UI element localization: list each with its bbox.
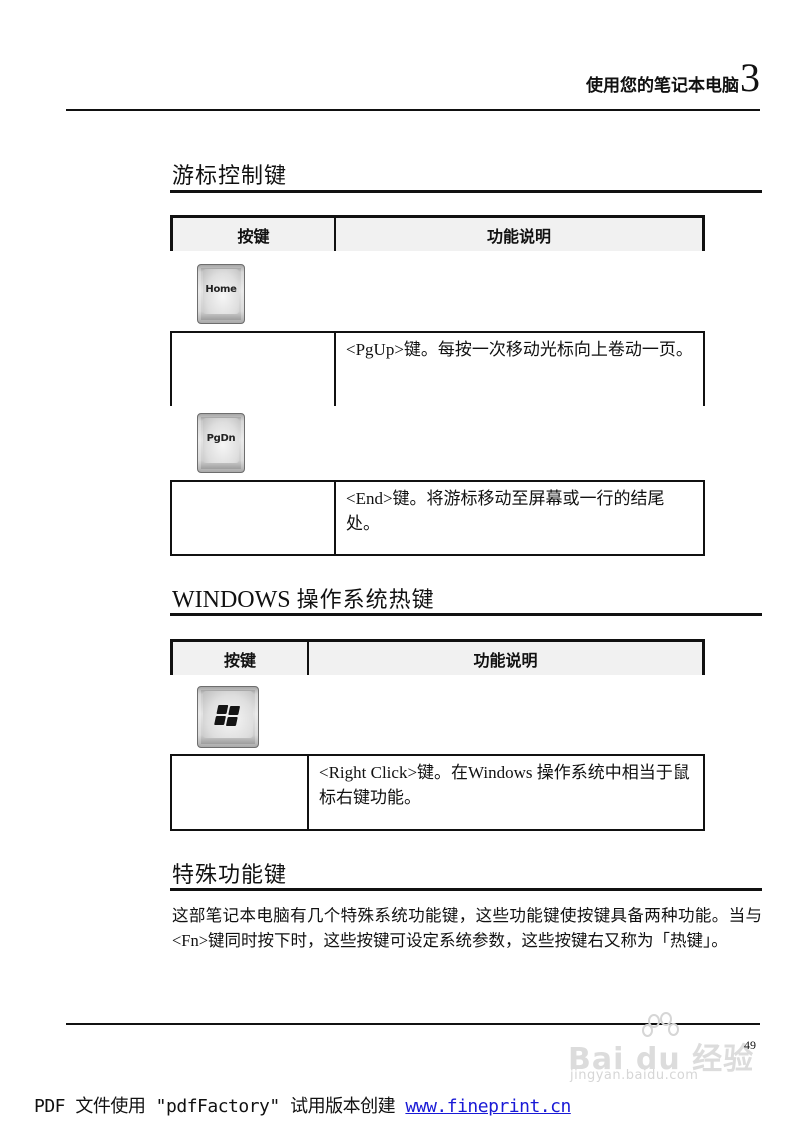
key-cell	[172, 333, 336, 406]
chapter-header: 使用您的笔记本电脑3	[0, 58, 760, 98]
column-header-function: 功能说明	[473, 650, 538, 670]
baidu-watermark: Bai du 经验 jingyan.baidu.com	[560, 1012, 760, 1084]
footer-rule	[66, 1023, 760, 1025]
windows-logo-icon	[214, 705, 243, 727]
column-header-function: 功能说明	[486, 226, 551, 246]
table-header: 按键 功能说明	[170, 639, 705, 675]
section-heading-special-keys: 特殊功能键	[172, 863, 288, 888]
key-cell	[172, 482, 336, 554]
chapter-title: 使用您的笔记本电脑	[586, 76, 739, 96]
watermark-url: jingyan.baidu.com	[570, 1068, 699, 1083]
key-legend: PgDn	[206, 433, 236, 444]
section-heading-windows-hotkeys: WINDOWS 操作系统热键	[172, 582, 435, 614]
pdf-notice-text: PDF 文件使用 "pdfFactory" 试用版本创建	[34, 1096, 406, 1117]
column-header-key: 按键	[173, 642, 309, 675]
column-header-key: 按键	[173, 218, 336, 251]
page-number: 49	[744, 1038, 756, 1052]
pgdn-key-icon: PgDn	[197, 413, 245, 473]
table-row: <Right Click>键。在Windows 操作系统中相当于鼠标右键功能。	[170, 754, 705, 831]
watermark-brand: Bai du 经验	[568, 1042, 755, 1077]
heading-cjk: 操作系统热键	[296, 588, 435, 613]
description-cell: <PgUp>键。每按一次移动光标向上卷动一页。	[346, 340, 693, 359]
header-rule	[66, 109, 760, 111]
section-rule	[170, 888, 762, 891]
section-heading-cursor-keys: 游标控制键	[172, 164, 288, 189]
fineprint-link[interactable]: www.fineprint.cn	[405, 1096, 571, 1117]
pdf-factory-notice: PDF 文件使用 "pdfFactory" 试用版本创建 www.finepri…	[34, 1092, 571, 1118]
windows-key-icon	[197, 686, 259, 748]
table-header: 按键 功能说明	[170, 215, 705, 251]
paw-icon	[640, 1012, 680, 1042]
body-paragraph: 这部笔记本电脑有几个特殊系统功能键，这些功能键使按键具备两种功能。当与<Fn>键…	[172, 906, 762, 950]
home-key-icon: Home	[197, 264, 245, 324]
description-cell: <End>键。将游标移动至屏幕或一行的结尾处。	[346, 489, 665, 533]
section-rule	[170, 613, 762, 616]
description-cell: <Right Click>键。在Windows 操作系统中相当于鼠标右键功能。	[319, 763, 690, 807]
table-row: <End>键。将游标移动至屏幕或一行的结尾处。	[170, 480, 705, 556]
heading-latin: WINDOWS	[172, 587, 291, 613]
key-cell	[172, 756, 309, 829]
chapter-number: 3	[740, 55, 760, 100]
section-rule	[170, 190, 762, 193]
table-row: <PgUp>键。每按一次移动光标向上卷动一页。	[170, 331, 705, 406]
key-legend: Home	[205, 284, 237, 295]
